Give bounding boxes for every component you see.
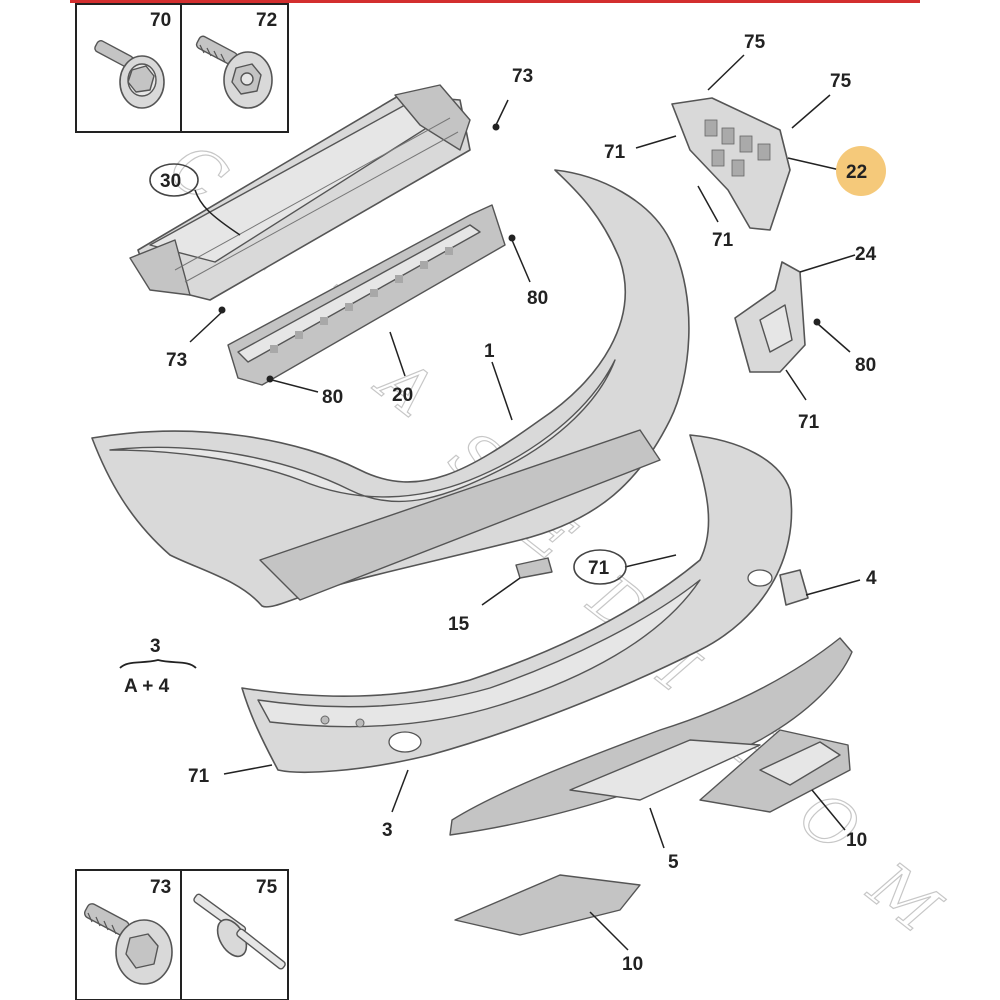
- part-side-bracket-upper: [671, 97, 791, 231]
- part-side-bracket-lower: [734, 261, 806, 373]
- hardware-label-72: 72: [256, 10, 277, 31]
- callout-labels: 73 30 73 80 80 20 1 75 75 71 22 71 24 80…: [160, 32, 877, 975]
- part-bumper-cover: [91, 169, 690, 608]
- hardware-box-bottom: 73 75: [75, 869, 289, 1000]
- callout-10: 10: [846, 830, 867, 851]
- hardware-label-70: 70: [150, 10, 171, 31]
- leader-lines: [189, 54, 861, 951]
- hand-drawn-circle: [149, 163, 199, 197]
- part-lower-skirt: [241, 434, 793, 773]
- kit-note-formula: A + 4: [124, 676, 170, 697]
- callout-4: 4: [866, 568, 877, 589]
- callout-3: 3: [382, 820, 393, 841]
- part-undertray-bottom: [454, 874, 641, 936]
- flange-bolt-icon: [94, 40, 165, 109]
- callout-1: 1: [484, 341, 495, 362]
- callout-73: 73: [512, 66, 533, 87]
- hardware-box-top: 70 72: [75, 3, 289, 133]
- kit-note-number: 3: [150, 636, 161, 657]
- highlight-circle: [836, 146, 886, 196]
- push-rivet-icon: [193, 893, 286, 970]
- callout-71: 71: [604, 142, 626, 163]
- part-reinforcement-beam: [129, 84, 471, 301]
- part-bracket-15: [515, 557, 553, 579]
- part-absorber: [227, 204, 506, 386]
- part-undertray-right: [699, 729, 851, 813]
- callout-73: 73: [166, 350, 187, 371]
- hardware-label-73: 73: [150, 877, 171, 898]
- watermark-letter: M: [854, 849, 953, 949]
- part-diffuser: [449, 637, 853, 836]
- callout-5: 5: [668, 852, 679, 873]
- callout-22: 22: [846, 162, 867, 183]
- callout-75: 75: [744, 32, 766, 53]
- callout-80: 80: [527, 288, 548, 309]
- flange-bolt-icon: [83, 903, 173, 985]
- callout-71: 71: [712, 230, 734, 251]
- callout-24: 24: [855, 244, 877, 265]
- top-red-bar: [70, 0, 920, 3]
- callout-75: 75: [830, 71, 852, 92]
- callout-71: 71: [588, 558, 610, 579]
- hardware-label-75: 75: [256, 877, 278, 898]
- callout-30: 30: [160, 171, 181, 192]
- callout-80: 80: [322, 387, 343, 408]
- kit-note: 3 A + 4: [119, 636, 197, 697]
- callout-71: 71: [188, 766, 210, 787]
- callout-71: 71: [798, 412, 820, 433]
- hand-drawn-circle: [573, 549, 627, 585]
- part-tow-cap: [779, 569, 809, 606]
- callout-20: 20: [392, 385, 413, 406]
- callout-10: 10: [622, 954, 643, 975]
- flange-bolt-icon: [195, 35, 273, 109]
- callout-80: 80: [855, 355, 876, 376]
- callout-15: 15: [448, 614, 470, 635]
